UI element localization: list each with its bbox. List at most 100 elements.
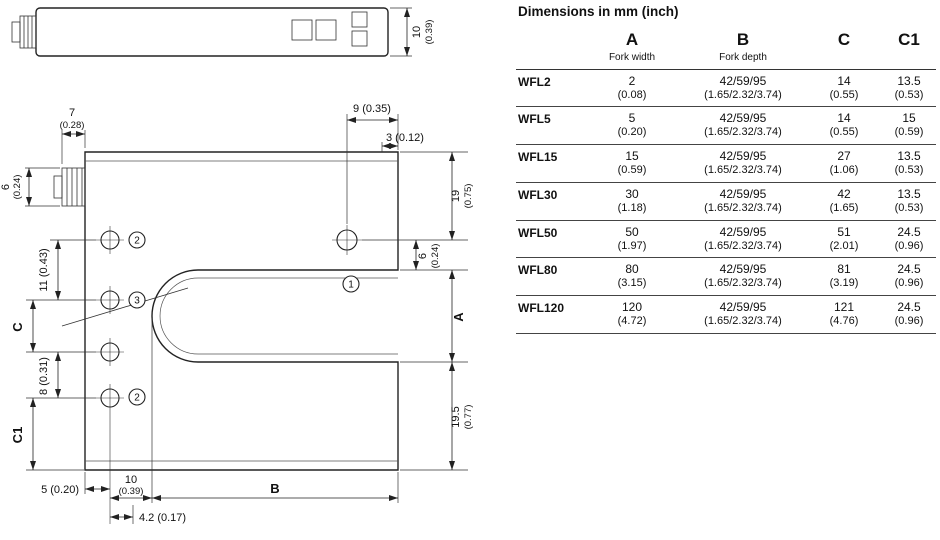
value-inch: (0.53) bbox=[894, 201, 924, 214]
marker-2-bottom: 2 bbox=[134, 393, 140, 404]
dim-195-in: (0.77) bbox=[463, 405, 474, 430]
col-letter-C: C bbox=[837, 30, 851, 49]
value-inch: (1.65) bbox=[829, 201, 859, 214]
value-mm: 15 bbox=[902, 111, 916, 126]
dim-B-label: B bbox=[270, 481, 279, 496]
dim-housing-height-mm: 10 bbox=[411, 26, 423, 38]
dim-9: 9 (0.35) bbox=[353, 103, 391, 115]
header-col-C1: C1 bbox=[882, 30, 936, 70]
value-mm: 27 bbox=[837, 149, 851, 164]
dim-housing-height-in: (0.39) bbox=[424, 20, 435, 45]
table-row: WFL15 15(0.59) 42/59/95(1.65/2.32/3.74) … bbox=[516, 145, 936, 183]
dim-8: 8 (0.31) bbox=[38, 357, 50, 395]
model-name: WFL50 bbox=[518, 225, 558, 240]
optical-window-contour bbox=[159, 277, 398, 355]
cell-C: 42(1.65) bbox=[806, 182, 882, 220]
value-inch: (1.65/2.32/3.74) bbox=[704, 164, 782, 177]
cell-B: 42/59/95(1.65/2.32/3.74) bbox=[680, 182, 806, 220]
dim-6conn-mm: 6 bbox=[0, 184, 12, 190]
value-mm: 42/59/95 bbox=[719, 262, 767, 277]
table-row: WFL80 80(3.15) 42/59/95(1.65/2.32/3.74) … bbox=[516, 258, 936, 296]
table-row: WFL2 2(0.08) 42/59/95(1.65/2.32/3.74) 14… bbox=[516, 69, 936, 107]
value-inch: (1.18) bbox=[617, 201, 647, 214]
value-mm: 50 bbox=[625, 224, 639, 239]
header-col-C: C bbox=[806, 30, 882, 70]
value-inch: (0.53) bbox=[894, 88, 924, 101]
value-mm: 24.5 bbox=[897, 262, 921, 277]
header-model bbox=[516, 31, 584, 70]
cell-A: 80(3.15) bbox=[584, 258, 680, 296]
cell-C: 27(1.06) bbox=[806, 145, 882, 183]
value-mm: 42/59/95 bbox=[719, 224, 767, 239]
col-letter-B: B bbox=[736, 30, 750, 49]
value-mm: 13.5 bbox=[897, 73, 921, 88]
value-mm: 42/59/95 bbox=[719, 111, 767, 126]
value-mm: 42/59/95 bbox=[719, 149, 767, 164]
dim-10b-in: (0.39) bbox=[119, 486, 144, 497]
dim-C-label: C bbox=[10, 322, 25, 332]
value-mm: 5 bbox=[628, 111, 636, 126]
col-sub-C bbox=[808, 50, 880, 64]
cell-C: 51(2.01) bbox=[806, 220, 882, 258]
optical-axis-line bbox=[61, 287, 189, 327]
cell-C: 14(0.55) bbox=[806, 69, 882, 107]
value-mm: 42 bbox=[837, 186, 851, 201]
value-inch: (0.55) bbox=[829, 126, 859, 139]
col-sub-C1 bbox=[884, 50, 934, 64]
dim-7-in: (0.28) bbox=[60, 120, 85, 131]
dim-11: 11 (0.43) bbox=[38, 248, 50, 291]
dimensional-drawing: 10 (0.39) bbox=[0, 7, 474, 524]
dim-19-in: (0.75) bbox=[463, 184, 474, 209]
value-mm: 14 bbox=[837, 111, 851, 126]
cell-C1: 24.5(0.96) bbox=[882, 296, 936, 334]
col-sub-A: Fork width bbox=[608, 51, 656, 63]
cell-A: 2(0.08) bbox=[584, 69, 680, 107]
value-inch: (1.65/2.32/3.74) bbox=[704, 315, 782, 328]
table-row: WFL30 30(1.18) 42/59/95(1.65/2.32/3.74) … bbox=[516, 182, 936, 221]
value-mm: 121 bbox=[833, 300, 855, 315]
header-row: A Fork width B Fork depth C C1 bbox=[516, 30, 936, 70]
cell-C: 121(4.76) bbox=[806, 296, 882, 334]
value-mm: 42/59/95 bbox=[719, 73, 767, 88]
value-inch: (0.08) bbox=[617, 88, 647, 101]
dim-A-label: A bbox=[451, 312, 466, 322]
value-mm: 30 bbox=[625, 186, 639, 201]
cell-C1: 24.5(0.96) bbox=[882, 258, 936, 296]
model-name: WFL80 bbox=[518, 263, 558, 278]
value-inch: (3.19) bbox=[829, 277, 859, 290]
dim-7-mm: 7 bbox=[69, 107, 75, 119]
cell-A: 50(1.97) bbox=[584, 220, 680, 258]
value-inch: (4.72) bbox=[617, 315, 647, 328]
value-inch: (1.65/2.32/3.74) bbox=[704, 239, 782, 252]
value-inch: (0.53) bbox=[894, 164, 924, 177]
value-inch: (3.15) bbox=[617, 277, 647, 290]
col-sub-B: Fork depth bbox=[719, 51, 767, 63]
header-col-A: A Fork width bbox=[584, 30, 680, 70]
cell-A: 30(1.18) bbox=[584, 182, 680, 220]
dim-6in-in: (0.24) bbox=[430, 244, 441, 269]
value-mm: 42/59/95 bbox=[719, 186, 767, 201]
value-mm: 81 bbox=[837, 262, 851, 277]
dim-5: 5 (0.20) bbox=[41, 484, 79, 496]
dim-19-mm: 19 bbox=[450, 190, 462, 202]
connector-plug-side bbox=[11, 15, 37, 49]
model-name: WFL15 bbox=[518, 150, 558, 165]
value-inch: (0.59) bbox=[894, 126, 924, 139]
dimensions: 7 (0.28) 6 (0.24) 9 (0.35) 3 (0.12) 19 (… bbox=[0, 103, 474, 524]
reference-hole bbox=[332, 225, 362, 255]
value-inch: (0.55) bbox=[829, 88, 859, 101]
model-name: WFL2 bbox=[518, 74, 551, 89]
value-inch: (2.01) bbox=[829, 239, 859, 252]
cell-C: 81(3.19) bbox=[806, 258, 882, 296]
value-mm: 24.5 bbox=[897, 224, 921, 239]
value-mm: 51 bbox=[837, 224, 851, 239]
model-name: WFL30 bbox=[518, 187, 558, 202]
cell-A: 120(4.72) bbox=[584, 296, 680, 334]
cell-C1: 15(0.59) bbox=[882, 107, 936, 145]
mounting-holes bbox=[96, 226, 124, 412]
value-inch: (0.20) bbox=[617, 126, 647, 139]
header-col-B: B Fork depth bbox=[680, 30, 806, 70]
col-letter-A: A bbox=[625, 30, 639, 49]
dim-42: 4.2 (0.17) bbox=[139, 512, 186, 524]
